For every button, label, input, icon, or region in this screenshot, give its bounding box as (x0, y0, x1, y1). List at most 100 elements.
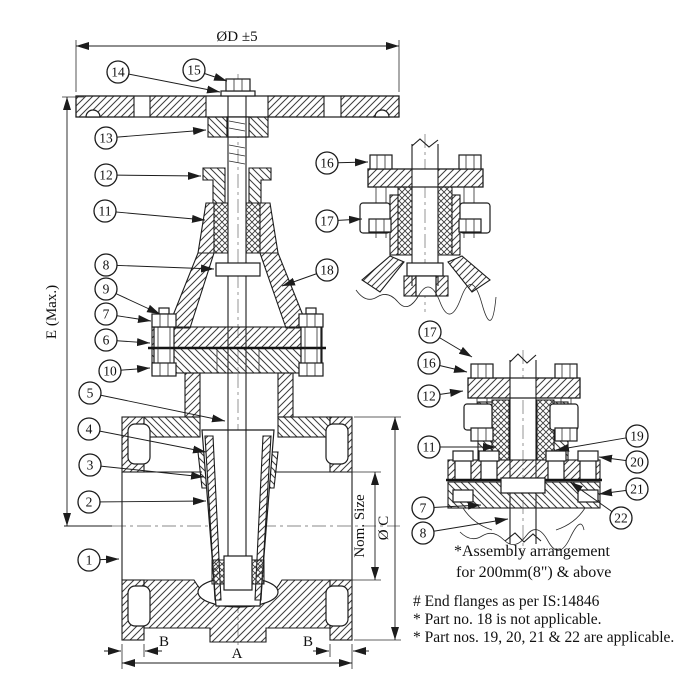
dim-c: Ø C (354, 416, 401, 641)
callout-20: 20 (598, 450, 649, 474)
dim-b-left: B (104, 634, 169, 657)
packing (245, 202, 261, 254)
callout-16-detail-bottom: 16 (417, 351, 468, 375)
callout-19: 19 (555, 424, 649, 452)
callout-11-detail-bottom: 11 (417, 435, 496, 459)
callout-17-detail-top: 17 (315, 209, 363, 233)
wedge-facing-ring (204, 435, 222, 601)
callouts: 14 15 13 12 11 8 9 7 6 10 5 4 3 2 1 18 1… (77, 58, 649, 572)
callout-6: 6 (94, 328, 151, 352)
callout-16-detail-top: 16 (315, 151, 369, 175)
callout-3: 3 (78, 453, 205, 480)
dimensions: ØD ±5 E (Max.) Nom. Size Ø C A (44, 29, 401, 669)
dim-b-right-label: B (303, 634, 313, 650)
callout-15: 15 (182, 58, 228, 82)
callout-14: 14 (106, 60, 221, 94)
handwheel (75, 95, 400, 138)
break-line (355, 284, 497, 321)
svg-text:6: 6 (103, 333, 110, 348)
footnote-flanges: # End flanges as per IS:14846 (413, 593, 600, 610)
svg-text:11: 11 (99, 204, 112, 219)
dim-nom-label: Nom. Size (352, 494, 368, 558)
svg-text:13: 13 (99, 131, 113, 146)
end-flange-left (121, 416, 151, 641)
detail-caption-line1: *Assembly arrangement (454, 543, 611, 560)
svg-text:12: 12 (99, 168, 113, 183)
callout-17-detail-bottom: 17 (418, 320, 473, 358)
stem-t-head (223, 555, 253, 591)
callout-8-detail-bottom: 8 (411, 517, 509, 545)
detail-caption-line2: for 200mm(8") & above (456, 564, 611, 581)
dim-c-label: Ø C (376, 516, 392, 541)
dim-od-label: ØD ±5 (216, 29, 257, 45)
gland-bolt-left (463, 363, 494, 442)
dim-nom-size: Nom. Size (332, 471, 381, 581)
svg-text:20: 20 (630, 455, 644, 470)
callout-7: 7 (94, 302, 152, 326)
detail-view-gland (355, 134, 497, 321)
gland-flange (202, 167, 272, 204)
callout-5: 5 (78, 381, 226, 423)
svg-text:7: 7 (420, 501, 427, 516)
callout-7-detail-bottom: 7 (411, 496, 482, 520)
svg-text:8: 8 (420, 526, 427, 541)
callout-22: 22 (569, 481, 633, 530)
footnote-parts19-22: * Part nos. 19, 20, 21 & 22 are applicab… (413, 629, 674, 646)
break-line (459, 523, 585, 551)
hex-nut (298, 313, 324, 328)
footnote-part18: * Part no. 18 is not applicable. (413, 611, 602, 628)
callout-12-detail-bottom: 12 (417, 384, 464, 408)
svg-text:14: 14 (111, 65, 125, 80)
stuffing-box (197, 202, 279, 254)
dim-od: ØD ±5 (75, 29, 400, 92)
svg-text:17: 17 (320, 214, 334, 229)
callout-9: 9 (94, 277, 161, 315)
svg-text:4: 4 (86, 422, 93, 437)
svg-text:19: 19 (630, 429, 644, 444)
washer (220, 90, 256, 97)
svg-text:16: 16 (320, 156, 334, 171)
callout-11: 11 (93, 199, 206, 223)
dim-b-right: B (303, 634, 369, 657)
gland-bolt-right (458, 154, 491, 238)
notes: *Assembly arrangement for 200mm(8") & ab… (413, 543, 674, 646)
flange-bolting-right (298, 307, 324, 377)
svg-text:15: 15 (187, 63, 201, 78)
dim-b-left-label: B (159, 634, 169, 650)
dim-a: A (121, 644, 353, 669)
stem-collar (215, 262, 261, 277)
svg-text:12: 12 (422, 389, 436, 404)
svg-text:18: 18 (320, 263, 334, 278)
svg-text:21: 21 (630, 482, 644, 497)
main-view (75, 74, 400, 648)
dim-a-label: A (232, 646, 243, 662)
handwheel-nut (220, 78, 256, 97)
bonnet-body-flange (148, 326, 326, 374)
detail-view-assembly (446, 350, 602, 556)
callout-10: 10 (98, 359, 151, 383)
flange-bolting-left (151, 307, 177, 377)
svg-text:16: 16 (422, 356, 436, 371)
svg-text:9: 9 (103, 282, 110, 297)
svg-text:22: 22 (614, 511, 628, 526)
svg-text:1: 1 (86, 553, 93, 568)
callout-18: 18 (281, 258, 339, 287)
dim-e: E (Max.) (44, 96, 112, 527)
svg-text:10: 10 (103, 364, 117, 379)
callout-21: 21 (598, 477, 649, 501)
svg-text:2: 2 (86, 495, 93, 510)
hex-nut (151, 362, 177, 377)
hex-nut (225, 78, 251, 92)
callout-2: 2 (77, 490, 207, 514)
svg-text:11: 11 (423, 440, 436, 455)
callout-13: 13 (94, 126, 207, 150)
svg-text:17: 17 (423, 325, 437, 340)
backseat-collar (406, 262, 444, 277)
hex-nut (298, 362, 324, 377)
body-neck (143, 372, 331, 438)
svg-text:7: 7 (103, 307, 110, 322)
svg-text:8: 8 (103, 258, 110, 273)
stem-bush (500, 477, 546, 494)
